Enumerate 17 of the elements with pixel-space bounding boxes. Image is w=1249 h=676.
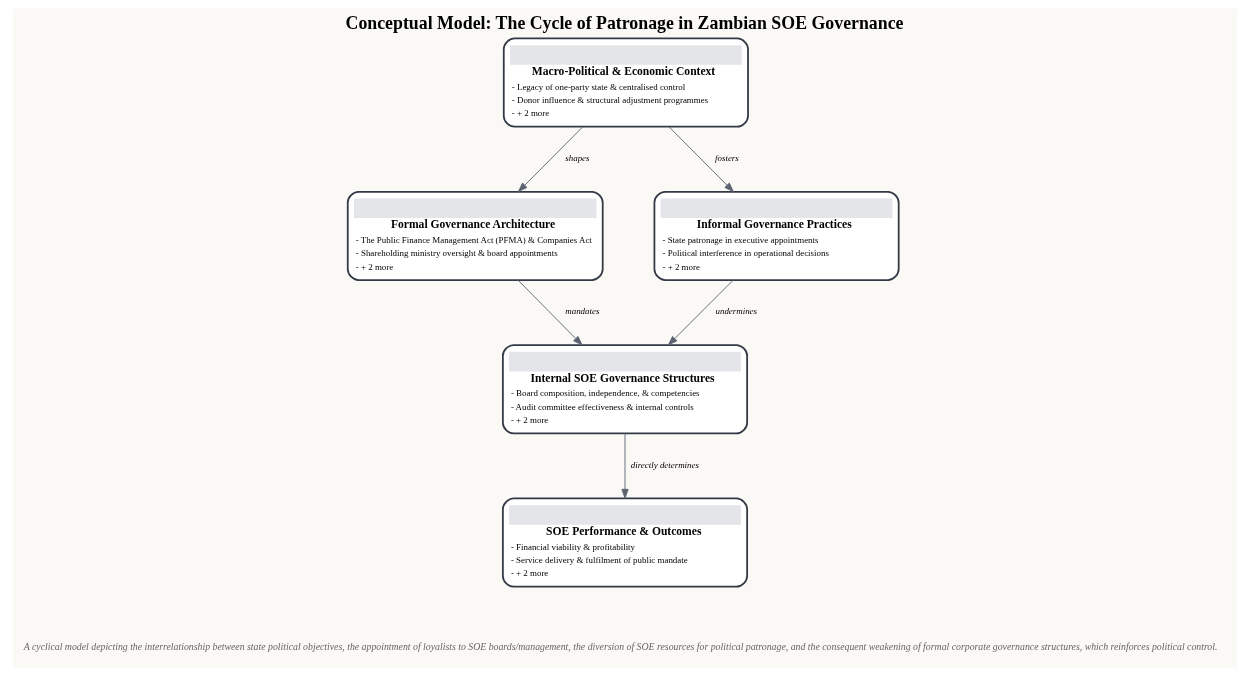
caption: A cyclical model depicting the interrelationship between state political objectives, the appointment of loyalists to SOE boards/management, the diversion of SOE resources for political patronage, and the consequent weakening of formal corporate governance structures, which reinforces political control.	[23, 640, 1217, 652]
arrow	[667, 279, 734, 346]
node-box: Internal SOE Governance Structures - Board composition, independence, & competencies - Audit committee effectiveness & internal controls - + 2 more	[501, 344, 748, 435]
node-box: Macro-Political & Economic Context - Legacy of one-party state & centralised control - Donor influence & structural adjustment programmes - + 2 more	[502, 37, 749, 128]
diagram-title: Conceptual Model: The Cycle of Patronage in Zambian SOE Governance	[345, 12, 903, 33]
edge-label: directly determines	[630, 459, 699, 470]
arrow	[517, 279, 583, 346]
edge-label: undermines	[714, 306, 757, 317]
edge-label: fosters	[714, 153, 739, 164]
arrow	[517, 126, 583, 193]
node-box: Formal Governance Architecture - The Public Finance Management Act (PFMA) & Companies Act - Shareholding ministry oversight & board appointments - + 2 more	[346, 190, 604, 281]
node-box: Informal Governance Practices - State patronage in executive appointments - Political interference in operational decisions - + 2 more	[653, 190, 900, 281]
arrow	[620, 433, 629, 499]
edge-label: shapes	[564, 153, 590, 164]
arrow	[668, 126, 734, 193]
node-box: SOE Performance & Outcomes - Financial viability & profitability - Service delivery & fulfilment of public mandate - + 2 more	[501, 497, 748, 588]
edge-label: mandates	[564, 306, 599, 317]
